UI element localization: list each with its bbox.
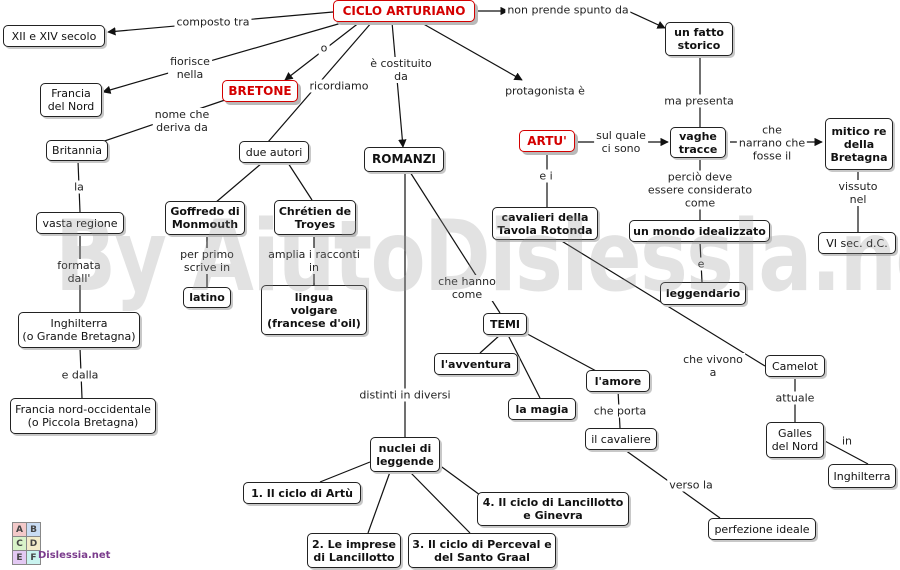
node-due-autori: due autori (239, 141, 309, 163)
link-e-dalla: e dalla (59, 368, 101, 382)
link-in: in (839, 434, 855, 448)
node-nuclei-di-leggende: nuclei di leggende (370, 437, 440, 472)
node-vasta-regione: vasta regione (36, 212, 124, 234)
node-ciclo-perceval: 3. Il ciclo di Perceval e del Santo Graa… (408, 533, 556, 568)
link-attuale: attuale (773, 391, 817, 405)
node-cavalieri-tavola-rotonda: cavalieri della Tavola Rotonda (492, 207, 598, 240)
logo-block: D (26, 536, 41, 551)
aiutodislessia-logo: A B C D E F Dislessia.net (8, 520, 110, 565)
node-francia-nord-occidentale: Francia nord-occidentale (o Piccola Bret… (10, 398, 156, 434)
node-leggendario: leggendario (660, 282, 746, 305)
node-xii-xiv-secolo: XII e XIV secolo (3, 25, 105, 47)
node-perfezione-ideale: perfezione ideale (708, 518, 816, 540)
node-galles-del-nord: Galles del Nord (766, 422, 824, 458)
node-imprese-lancillotto: 2. Le imprese di Lancillotto (307, 533, 401, 568)
link-o: o (318, 41, 330, 55)
link-ma-presenta: ma presenta (662, 94, 736, 108)
link-che-vivono-a: che vivono a (681, 353, 745, 379)
node-vaghe-tracce: vaghe tracce (670, 127, 726, 158)
node-bretone: BRETONE (222, 80, 298, 102)
logo-block: F (26, 550, 41, 565)
node-mitico-re: mitico re della Bretagna (825, 118, 893, 170)
node-chretien-de-troyes: Chrétien de Troyes (274, 200, 356, 235)
logo-brand-text: Dislessia.net (38, 550, 111, 561)
logo-block: B (26, 522, 41, 537)
logo-block: E (12, 550, 27, 565)
node-un-fatto-storico: un fatto storico (665, 22, 733, 56)
link-costituito-da: è costituito da (368, 57, 434, 83)
node-magia: la magia (508, 398, 576, 420)
link-formata-dall: formata dall' (55, 259, 103, 285)
logo-block: A (12, 522, 27, 537)
link-protagonista-e: protagonista è (503, 84, 587, 98)
logo-block: C (12, 536, 27, 551)
node-il-cavaliere: il cavaliere (585, 428, 657, 450)
link-composto-tra: composto tra (174, 15, 252, 29)
node-amore: l'amore (586, 370, 650, 392)
link-percio-deve-essere: perciò deve essere considerato come (645, 170, 755, 210)
node-romanzi: ROMANZI (364, 147, 444, 172)
link-verso-la: verso la (667, 478, 715, 492)
node-ciclo-di-artu: 1. Il ciclo di Artù (243, 482, 361, 504)
link-nome-che-deriva-da: nome che deriva da (152, 108, 212, 134)
link-sul-quale-ci-sono: sul quale ci sono (594, 129, 648, 155)
node-goffredo-di-monmouth: Goffredo di Monmouth (165, 201, 245, 235)
node-francia-del-nord: Francia del Nord (40, 83, 102, 117)
node-artu: ARTU' (519, 130, 575, 152)
link-e-i: e i (537, 169, 555, 183)
node-britannia: Britannia (46, 140, 108, 161)
link-ricordiamo: ricordiamo (307, 79, 371, 93)
node-vi-sec: VI sec. d.C. (818, 232, 896, 254)
link-e: e (695, 257, 707, 271)
node-inghilterra-gb: Inghilterra (o Grande Bretagna) (18, 312, 140, 348)
node-inghilterra: Inghilterra (828, 464, 896, 488)
node-avventura: l'avventura (434, 353, 518, 375)
node-temi: TEMI (483, 313, 527, 335)
link-che-narrano-che-fosse-il: che narrano che fosse il (736, 123, 808, 163)
link-la: la (72, 180, 86, 194)
link-fiorisce-nella: fiorisce nella (168, 55, 212, 81)
node-latino: latino (183, 287, 231, 308)
link-distinti-in-diversi: distinti in diversi (357, 388, 453, 402)
link-che-porta: che porta (591, 404, 649, 418)
link-vissuto-nel: vissuto nel (836, 180, 880, 206)
node-camelot: Camelot (765, 355, 825, 377)
node-ciclo-lancillotto-ginevra: 4. Il ciclo di Lancillotto e Ginevra (477, 492, 629, 526)
link-amplia-i-racconti-in: amplia i racconti in (266, 248, 362, 274)
node-lingua-volgare: lingua volgare (francese d'oil) (261, 285, 367, 335)
node-ciclo-arturiano: CICLO ARTURIANO (333, 0, 475, 22)
link-che-hanno-come: che hanno come (436, 275, 498, 301)
link-per-primo-scrive-in: per primo scrive in (178, 248, 236, 274)
link-non-prende-spunto-da: non prende spunto da (505, 3, 631, 17)
node-mondo-idealizzato: un mondo idealizzato (629, 220, 770, 242)
